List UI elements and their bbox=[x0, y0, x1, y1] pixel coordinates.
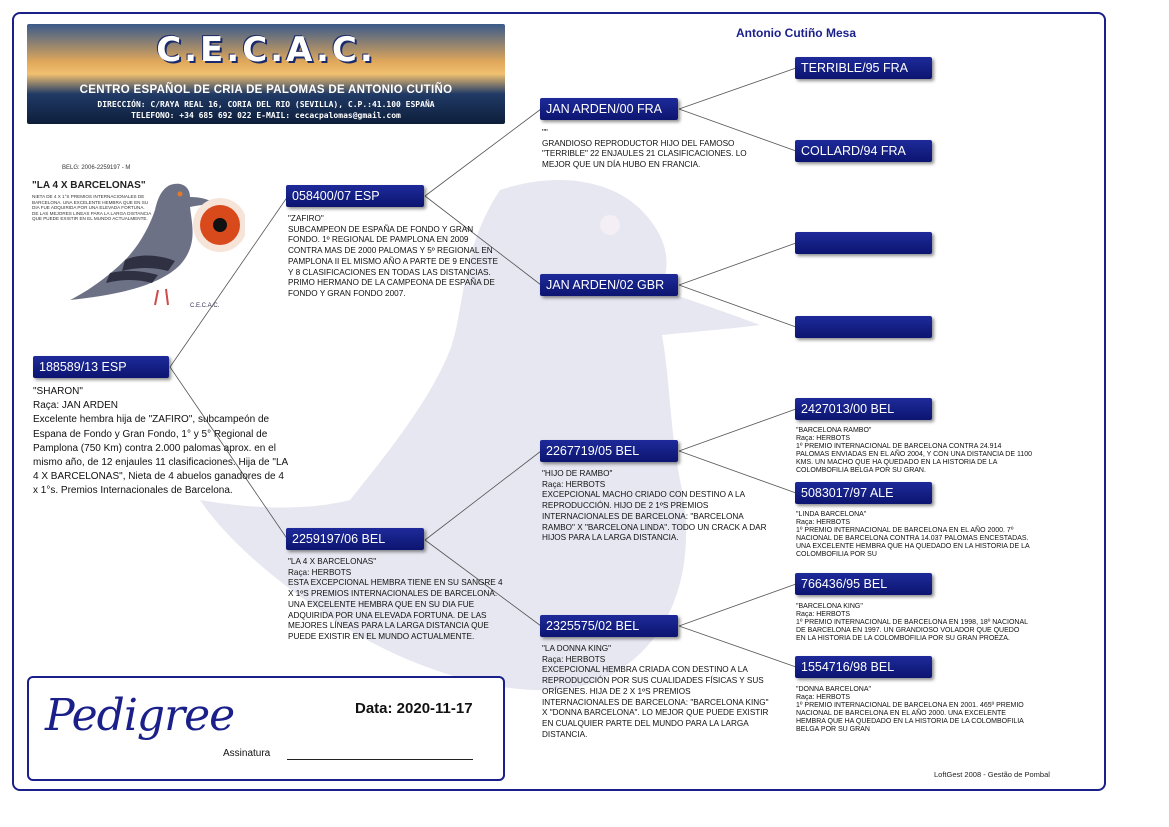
pedigree-panel: Pedigree Data: 2020-11-17 Assinatura bbox=[27, 676, 505, 781]
bird-desc-main: "SHARON" Raça: JAN ARDEN Excelente hembr… bbox=[33, 386, 288, 497]
bird-desc-dsd: "LINDA BARCELONA" Raça: HERBOTS 1º PREMI… bbox=[796, 511, 1030, 559]
bird-desc-sire: "ZAFIRO" SUBCAMPEON DE ESPAÑA DE FONDO Y… bbox=[288, 214, 498, 298]
photo-brand: C.E.C.A.C. bbox=[190, 303, 220, 309]
banner-phone: TELEFONO: +34 685 692 022 E-MAIL: cecacp… bbox=[131, 111, 401, 120]
bird-box-sire-sire[interactable]: JAN ARDEN/00 FRA bbox=[540, 98, 678, 120]
bird-box-dam-sire[interactable]: 2267719/05 BEL bbox=[540, 440, 678, 462]
bird-box-ddd[interactable]: 1554716/98 BEL bbox=[795, 656, 932, 678]
signature-line[interactable] bbox=[287, 759, 473, 760]
photo-bird-name: "LA 4 X BARCELONAS" bbox=[32, 180, 146, 191]
photo-ring-label: BELG: 2006-2259197 - M bbox=[62, 165, 131, 171]
bird-box-ssd[interactable]: COLLARD/94 FRA bbox=[795, 140, 932, 162]
signature-label: Assinatura bbox=[223, 748, 271, 759]
bird-box-sss[interactable]: TERRIBLE/95 FRA bbox=[795, 57, 932, 79]
pigeon-watermark-icon bbox=[200, 180, 760, 691]
bird-box-dds[interactable]: 766436/95 BEL bbox=[795, 573, 932, 595]
banner-address: DIRECCIÓN: C/RAYA REAL 16, CORIA DEL RIO… bbox=[97, 100, 435, 109]
bird-box-dss[interactable]: 2427013/00 BEL bbox=[795, 398, 932, 420]
footer-credit: LoftGest 2008 - Gestão de Pombal bbox=[934, 770, 1050, 779]
bird-box-main[interactable]: 188589/13 ESP bbox=[33, 356, 169, 378]
pedigree-title: Pedigree bbox=[45, 690, 235, 741]
pedigree-date: Data: 2020-11-17 bbox=[355, 700, 473, 717]
bird-box-sdd[interactable] bbox=[795, 316, 932, 338]
bird-box-sds[interactable] bbox=[795, 232, 932, 254]
page-frame bbox=[12, 12, 1106, 791]
bird-box-sire[interactable]: 058400/07 ESP bbox=[286, 185, 424, 207]
bird-desc-dss: "BARCELONA RAMBO" Raça: HERBOTS 1º PREMI… bbox=[796, 427, 1033, 475]
bird-desc-dam: "LA 4 X BARCELONAS" Raça: HERBOTS ESTA E… bbox=[288, 557, 503, 641]
bird-photo: BELG: 2006-2259197 - M "LA 4 X BARCELONA… bbox=[30, 165, 247, 315]
bird-box-sire-dam[interactable]: JAN ARDEN/02 GBR bbox=[540, 274, 678, 296]
photo-description: NIETA DE 4 X 1°S PREMIOS INTERNACIONALES… bbox=[32, 194, 152, 222]
bird-desc-ddd: "DONNA BARCELONA" Raça: HERBOTS 1º PREMI… bbox=[796, 686, 1024, 734]
header-banner: C.E.C.A.C. CENTRO ESPAÑOL DE CRIA DE PAL… bbox=[27, 24, 505, 124]
owner-name: Antonio Cutiño Mesa bbox=[736, 26, 856, 40]
bird-box-dam[interactable]: 2259197/06 BEL bbox=[286, 528, 424, 550]
bird-desc-dds: "BARCELONA KING" Raça: HERBOTS 1º PREMIO… bbox=[796, 603, 1028, 643]
bird-desc-dam-dam: "LA DONNA KING" Raça: HERBOTS EXCEPCIONA… bbox=[542, 644, 769, 739]
logo-text: C.E.C.A.C. bbox=[156, 30, 376, 70]
bird-box-dam-dam[interactable]: 2325575/02 BEL bbox=[540, 615, 678, 637]
bird-desc-dam-sire: "HIJO DE RAMBO" Raça: HERBOTS EXCEPCIONA… bbox=[542, 469, 767, 543]
bird-box-dsd[interactable]: 5083017/97 ALE bbox=[795, 482, 932, 504]
bird-desc-sire-sire: "" GRANDIOSO REPRODUCTOR HIJO DEL FAMOSO… bbox=[542, 128, 747, 170]
banner-subtitle: CENTRO ESPAÑOL DE CRIA DE PALOMAS DE ANT… bbox=[79, 84, 453, 96]
pigeon-photo-icon bbox=[70, 183, 247, 306]
